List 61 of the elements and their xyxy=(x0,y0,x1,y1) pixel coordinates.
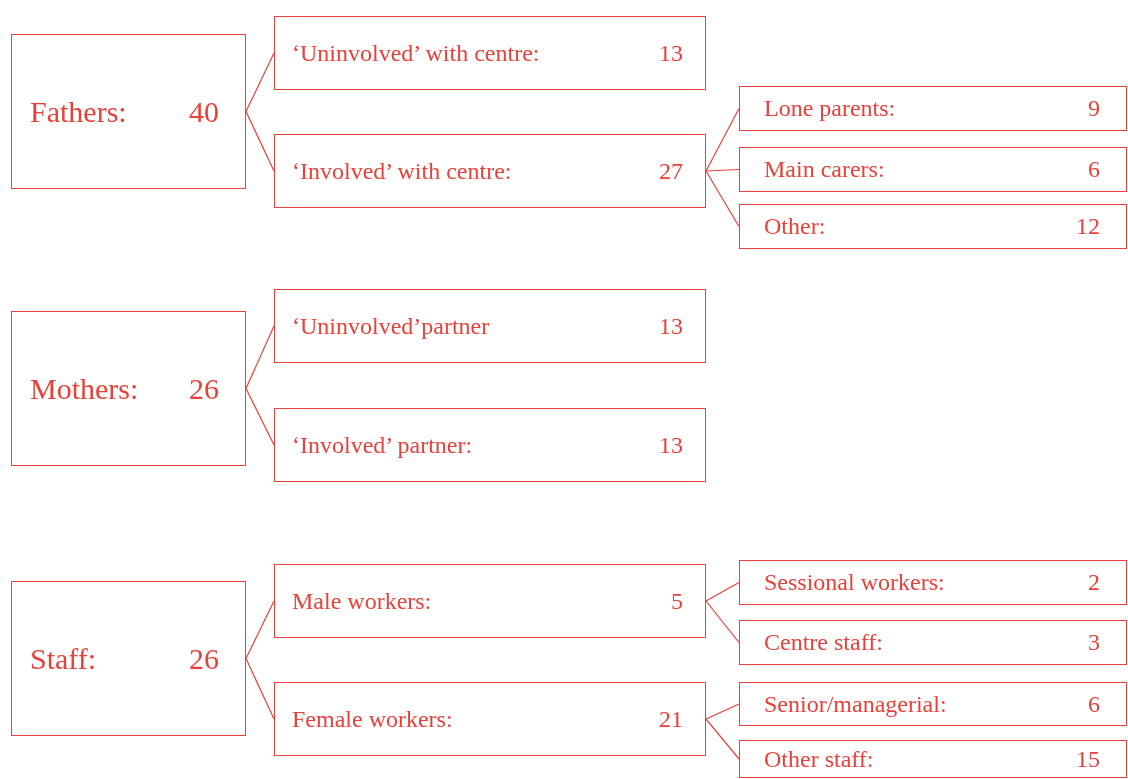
count-value: 15 xyxy=(1076,745,1100,773)
count-value: 26 xyxy=(189,371,219,406)
category-label: Staff: xyxy=(30,641,97,676)
count-value: 6 xyxy=(1088,690,1100,718)
connector-line xyxy=(245,600,275,660)
category-box xyxy=(739,204,1127,249)
connector-line xyxy=(705,107,740,172)
category-label: Sessional workers: xyxy=(764,569,945,596)
category-label: ‘Uninvolved’partner xyxy=(292,312,490,340)
category-box xyxy=(274,564,706,638)
category-label: Main carers: xyxy=(764,156,885,183)
category-box xyxy=(739,86,1127,131)
category-label: Centre staff: xyxy=(764,629,883,656)
count-value: 21 xyxy=(659,705,683,733)
category-box xyxy=(11,34,246,189)
category-label: Lone parents: xyxy=(764,95,896,122)
count-value: 13 xyxy=(659,39,683,67)
category-label: ‘Involved’ partner: xyxy=(292,431,473,459)
category-box xyxy=(739,560,1127,605)
category-box xyxy=(739,620,1127,665)
category-label: Other: xyxy=(764,213,826,240)
category-label: Female workers: xyxy=(292,705,453,733)
category-label: Other staff: xyxy=(764,745,874,773)
connector-line xyxy=(705,718,740,760)
count-value: 26 xyxy=(189,641,219,676)
category-label: Fathers: xyxy=(30,94,127,129)
count-value: 3 xyxy=(1088,629,1100,656)
category-box xyxy=(274,16,706,90)
category-box xyxy=(739,740,1127,778)
count-value: 2 xyxy=(1088,569,1100,596)
connector-line xyxy=(705,170,740,228)
category-label: Senior/managerial: xyxy=(764,690,947,718)
category-box xyxy=(274,289,706,363)
connector-line xyxy=(245,657,275,720)
connector-line xyxy=(705,168,740,172)
category-box xyxy=(11,581,246,736)
count-value: 27 xyxy=(659,157,683,185)
category-box xyxy=(739,147,1127,192)
count-value: 6 xyxy=(1088,156,1100,183)
count-value: 12 xyxy=(1076,213,1100,240)
category-box xyxy=(274,134,706,208)
connector-line xyxy=(705,703,740,720)
connector-line xyxy=(705,581,740,602)
count-value: 13 xyxy=(659,312,683,340)
connector-line xyxy=(245,52,275,113)
category-label: ‘Involved’ with centre: xyxy=(292,157,512,185)
category-label: Mothers: xyxy=(30,371,139,406)
category-box xyxy=(11,311,246,466)
count-value: 13 xyxy=(659,431,683,459)
category-label: Male workers: xyxy=(292,587,432,615)
connector-line xyxy=(245,325,275,390)
category-label: ‘Uninvolved’ with centre: xyxy=(292,39,540,67)
category-box xyxy=(274,408,706,482)
connector-line xyxy=(705,600,740,644)
count-value: 9 xyxy=(1088,95,1100,122)
category-box xyxy=(739,682,1127,726)
count-value: 40 xyxy=(189,94,219,129)
count-value: 5 xyxy=(671,587,683,615)
category-box xyxy=(274,682,706,756)
connector-line xyxy=(245,110,275,172)
connector-line xyxy=(245,387,275,446)
